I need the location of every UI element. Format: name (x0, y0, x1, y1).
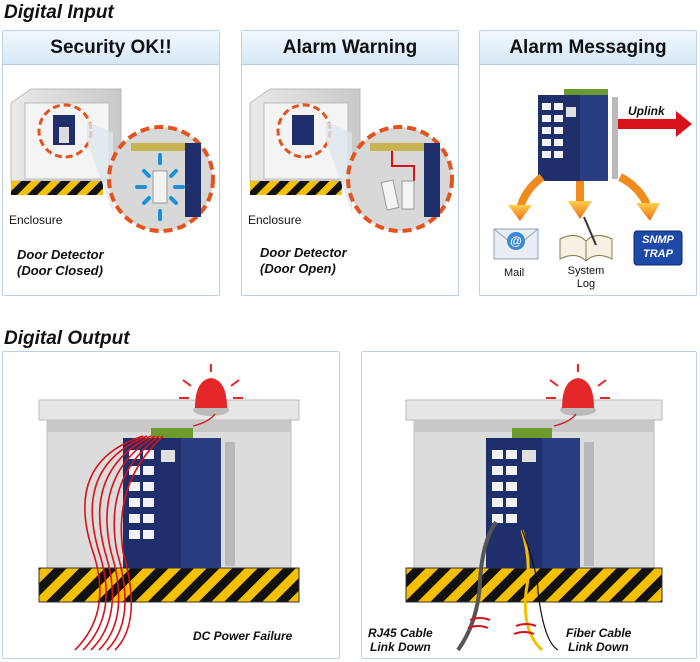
alarm-warning-title: Alarm Warning (242, 31, 458, 65)
switch-icon (486, 428, 594, 568)
fiber-link-down-label: Link Down (568, 640, 629, 654)
trap-label: TRAP (643, 248, 673, 260)
system-log-icon (559, 216, 613, 262)
fiber-break-icon (513, 623, 537, 635)
rj45-link-down-label: Link Down (370, 640, 431, 654)
alarm-messaging-title: Alarm Messaging (480, 31, 696, 65)
alarm-beacon-icon (179, 364, 243, 416)
system-label: System (567, 265, 605, 277)
sensor-rays-icon (135, 153, 185, 221)
snmp-label: SNMP (642, 234, 674, 246)
door-open-illustration (249, 88, 454, 233)
dc-power-failure-panel: DC Power Failure (2, 351, 340, 659)
alarm-warning-panel: Alarm Warning Enclosure Door Detector (D… (241, 30, 459, 296)
door-open-label: (Door Open) (260, 261, 336, 276)
door-closed-illustration (10, 88, 215, 233)
link-down-panel: RJ45 Cable Link Down Fiber Cable Link Do… (361, 351, 697, 659)
security-ok-panel: Security OK!! (2, 30, 220, 296)
mail-label: Mail (504, 267, 525, 279)
log-label: Log (576, 278, 596, 290)
door-closed-label: (Door Closed) (17, 263, 103, 278)
fiber-cable-label: Fiber Cable (566, 626, 632, 640)
uplink-label: Uplink (628, 104, 665, 118)
rj45-cable (456, 520, 498, 652)
security-ok-title: Security OK!! (3, 31, 219, 65)
svg-text:@: @ (510, 234, 522, 248)
door-detector-label: Door Detector (260, 245, 347, 260)
mail-icon: @ (493, 228, 539, 260)
alarm-beacon-icon (546, 364, 610, 416)
alarm-messaging-panel: Alarm Messaging (479, 30, 697, 296)
alarm-messaging-illustration: @ (493, 89, 692, 266)
enclosure-label: Enclosure (9, 213, 63, 227)
enclosure-label: Enclosure (248, 213, 302, 227)
digital-input-heading: Digital Input (4, 2, 114, 23)
mail-arrow-icon (508, 205, 532, 221)
snmp-trap-icon (633, 230, 683, 266)
door-detector-label: Door Detector (17, 247, 104, 262)
dc-power-wires (74, 435, 164, 651)
rj45-cable-label: RJ45 Cable (368, 626, 433, 640)
dc-power-failure-illustration (38, 364, 300, 651)
snmp-arrow-icon (636, 203, 660, 221)
rj45-break-icon (467, 617, 491, 629)
link-down-illustration (405, 364, 663, 652)
switch-icon (123, 428, 235, 568)
switch-icon (538, 89, 618, 181)
uplink-arrow-icon (618, 111, 692, 137)
fiber-cable (520, 529, 544, 652)
syslog-arrow-icon (568, 201, 592, 219)
dc-power-failure-label: DC Power Failure (193, 629, 293, 643)
digital-output-heading: Digital Output (4, 328, 130, 349)
